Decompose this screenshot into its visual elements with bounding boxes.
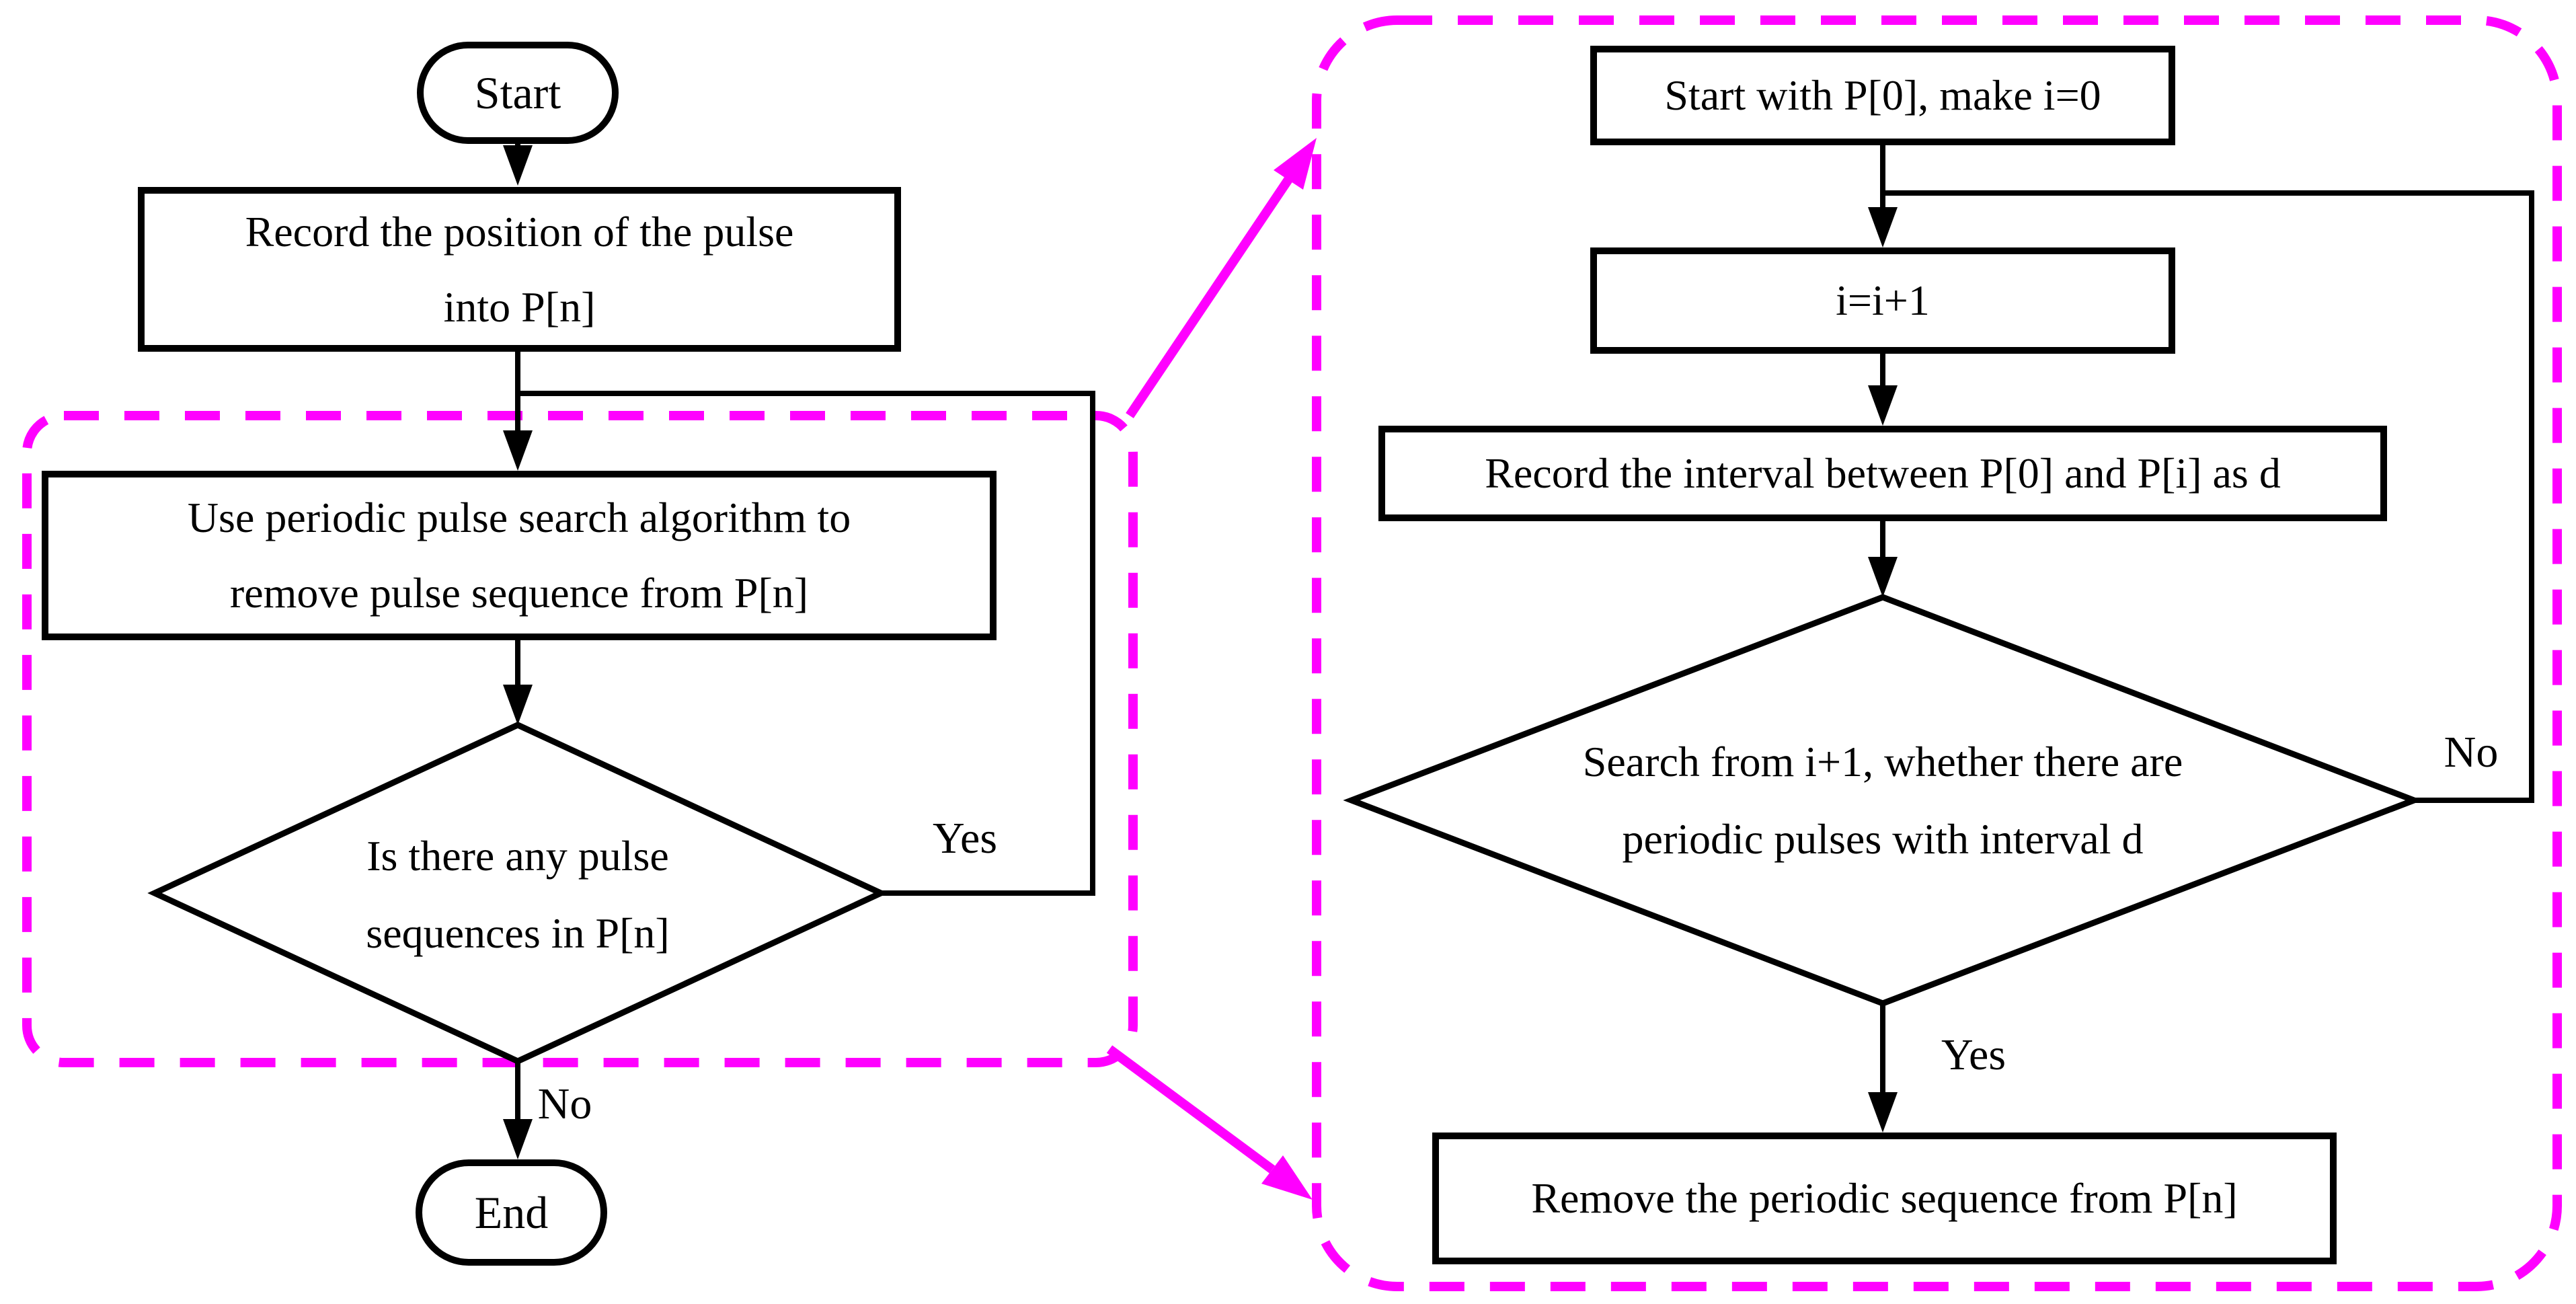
arrow-decision-to-end-head	[503, 1119, 533, 1159]
periodic-search-line2: remove pulse sequence from P[n]	[229, 569, 809, 617]
arrow-interval-to-decision-head	[1868, 557, 1898, 597]
right-decision-line2: periodic pulses with interval d	[1622, 815, 2144, 863]
left-decision-line2: sequences in P[n]	[366, 909, 670, 957]
left-no-label: No	[537, 1079, 592, 1128]
right-decision-line1: Search from i+1, whether there are	[1582, 737, 2183, 785]
no-loop-line-right	[1883, 190, 2534, 803]
end-node: End	[416, 1159, 607, 1266]
arrow-decision-to-remove-head	[1868, 1092, 1898, 1133]
record-position-box: Record the position of the pulse into P[…	[138, 187, 901, 352]
start-node-label: Start	[474, 67, 561, 118]
increment-box-label: i=i+1	[1836, 276, 1930, 324]
arrow-search-to-decision-head	[503, 685, 533, 725]
init-box-label: Start with P[0], make i=0	[1664, 71, 2101, 119]
arrow-init-to-increment-head	[1868, 207, 1898, 247]
periodic-search-box: Use periodic pulse search algorithm to r…	[42, 471, 997, 640]
start-node: Start	[417, 42, 619, 144]
right-no-label: No	[2444, 728, 2499, 777]
yes-loop-line-left	[518, 391, 1095, 896]
periodic-search-line1: Use periodic pulse search algorithm to	[187, 494, 851, 541]
left-decision-text: Is there any pulse sequences in P[n]	[195, 800, 841, 989]
arrow-increment-to-interval-head	[1868, 385, 1898, 426]
magenta-link-arrow-top-line	[1126, 177, 1292, 418]
left-dashed-region	[22, 411, 1138, 1067]
remove-sequence-box: Remove the periodic sequence from P[n]	[1432, 1133, 2337, 1264]
magenta-link-arrow-bottom-head	[1261, 1155, 1313, 1200]
interval-box-label: Record the interval between P[0] and P[i…	[1485, 449, 2281, 497]
right-decision-text: Search from i+1, whether there are perio…	[1446, 696, 2320, 905]
left-yes-label: Yes	[932, 814, 998, 863]
arrow-record-to-search-head	[503, 430, 533, 471]
init-box: Start with P[0], make i=0	[1590, 46, 2175, 145]
magenta-link-arrow-top-head	[1274, 138, 1317, 190]
left-decision-line1: Is there any pulse	[366, 831, 669, 880]
remove-sequence-label: Remove the periodic sequence from P[n]	[1531, 1174, 2238, 1222]
record-position-line1: Record the position of the pulse	[245, 207, 794, 256]
arrow-start-to-record-head	[503, 145, 533, 186]
end-node-label: End	[474, 1186, 549, 1238]
magenta-link-arrow-bottom-line	[1106, 1045, 1276, 1174]
increment-box: i=i+1	[1590, 247, 2175, 354]
right-yes-label: Yes	[1941, 1030, 2006, 1079]
interval-box: Record the interval between P[0] and P[i…	[1378, 426, 2387, 521]
right-dashed-region	[1312, 15, 2562, 1291]
record-position-line2: into P[n]	[443, 282, 596, 331]
